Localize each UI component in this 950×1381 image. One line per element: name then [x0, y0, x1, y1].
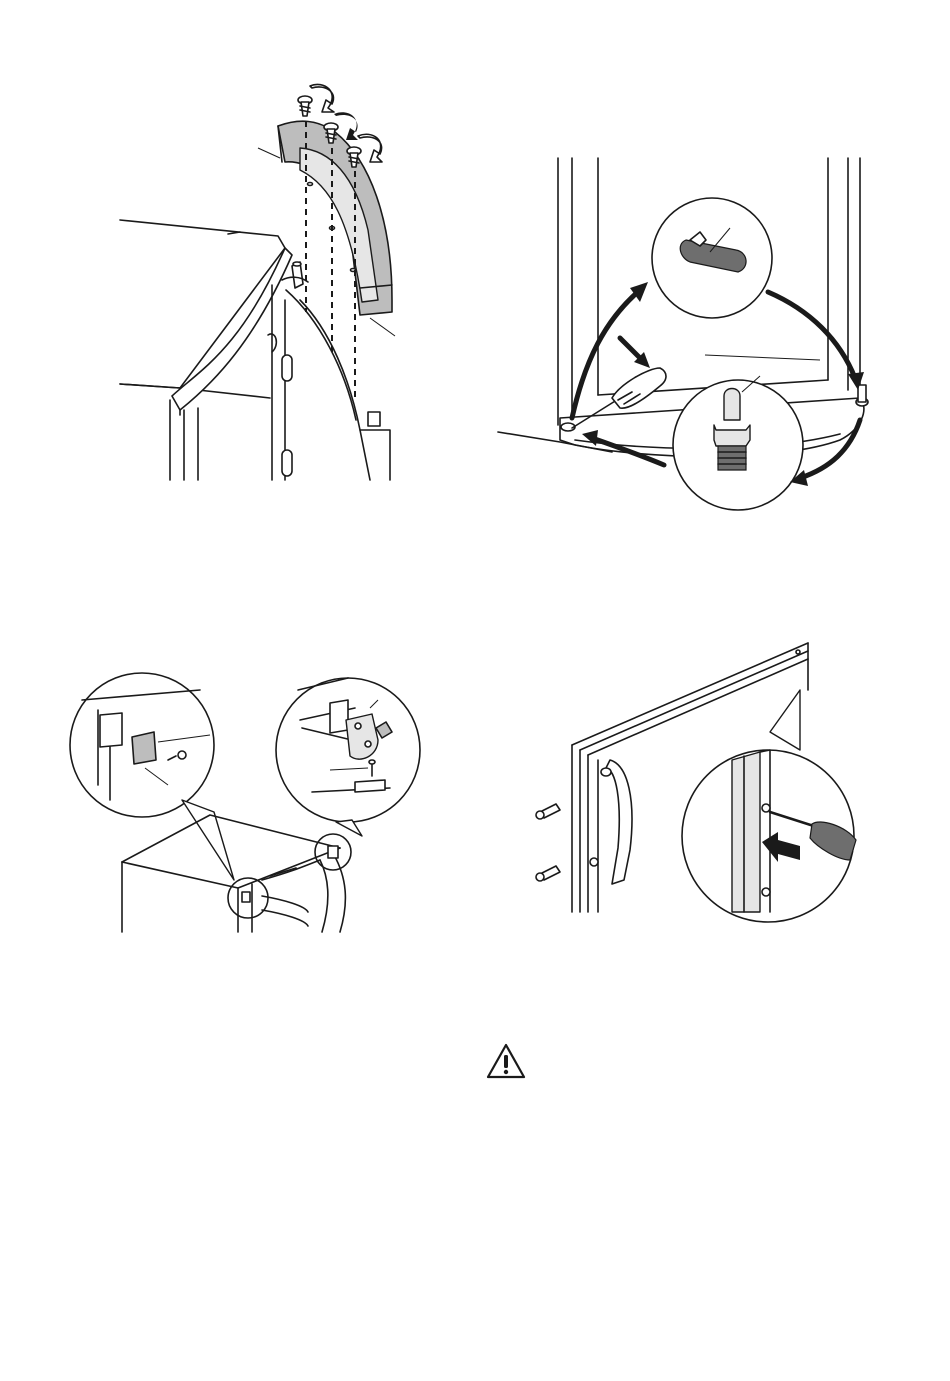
rotate-arrow-icon [358, 134, 382, 162]
straight-arrow-icon [620, 338, 650, 368]
curved-arrow-icon [768, 292, 864, 390]
door-handle-screws-figure [530, 632, 860, 917]
warning-triangle-icon [486, 1043, 526, 1079]
handle-removal-illustration [115, 80, 405, 485]
hinge-pin-swap-illustration [495, 150, 870, 515]
hinge-pin-swap-figure [495, 150, 870, 515]
screw-icon [536, 804, 560, 819]
screw-icon [298, 96, 312, 116]
rotate-arrow-icon [310, 84, 334, 112]
door-handle-screws-illustration [530, 632, 860, 917]
screw-icon [536, 866, 560, 881]
top-hinge-caps-figure [66, 675, 426, 940]
handle-removal-figure [115, 80, 405, 485]
top-hinge-caps-illustration [66, 675, 426, 940]
warning-icon [486, 1043, 526, 1079]
